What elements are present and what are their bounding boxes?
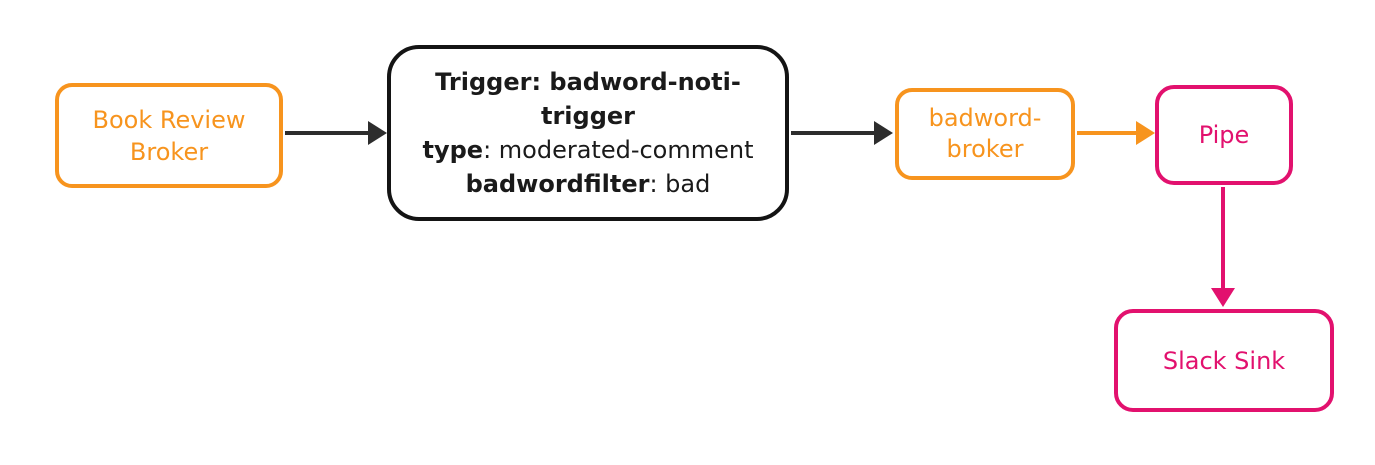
node-book-review-broker: Book Review Broker [55,83,283,188]
arrow-book-review-broker-to-trigger [285,121,387,145]
arrow-shaft [285,131,371,135]
arrow-shaft [1077,131,1139,135]
arrowhead-down-icon [1211,288,1235,307]
node-book-review-broker-label-line2: Broker [129,137,209,166]
arrow-pipe-to-slack-sink [1211,187,1235,307]
node-pipe: Pipe [1155,85,1293,185]
node-badword-broker-label-line2: broker [946,135,1024,163]
node-badword-broker: badword- broker [895,88,1075,180]
trigger-spec-line1: Trigger: badword-noti-trigger [391,65,785,133]
trigger-filter-key: badwordfilter [465,170,650,198]
trigger-filter-value: : bad [649,170,711,198]
node-slack-sink-label: Slack Sink [1162,346,1286,375]
node-pipe-label: Pipe [1198,121,1250,149]
arrow-badword-broker-to-pipe [1077,121,1155,145]
node-trigger-spec: Trigger: badword-noti-trigger type: mode… [387,45,789,221]
arrow-shaft [1221,187,1225,291]
node-book-review-broker-label-line1: Book Review [92,105,246,134]
trigger-spec-text: Trigger: badword-noti-trigger type: mode… [391,65,785,201]
trigger-spec-line3: badwordfilter: bad [391,167,785,201]
arrowhead-right-icon [874,121,893,145]
trigger-type-value: : moderated-comment [483,136,754,164]
node-slack-sink: Slack Sink [1114,309,1334,412]
node-badword-broker-label-line1: badword- [928,104,1042,132]
arrowhead-right-icon [368,121,387,145]
trigger-name-text: Trigger: badword-noti-trigger [435,68,741,130]
trigger-type-key: type [422,136,484,164]
arrow-shaft [791,131,877,135]
arrow-trigger-to-badword-broker [791,121,893,145]
arrowhead-right-icon [1136,121,1155,145]
trigger-spec-line2: type: moderated-comment [391,133,785,167]
